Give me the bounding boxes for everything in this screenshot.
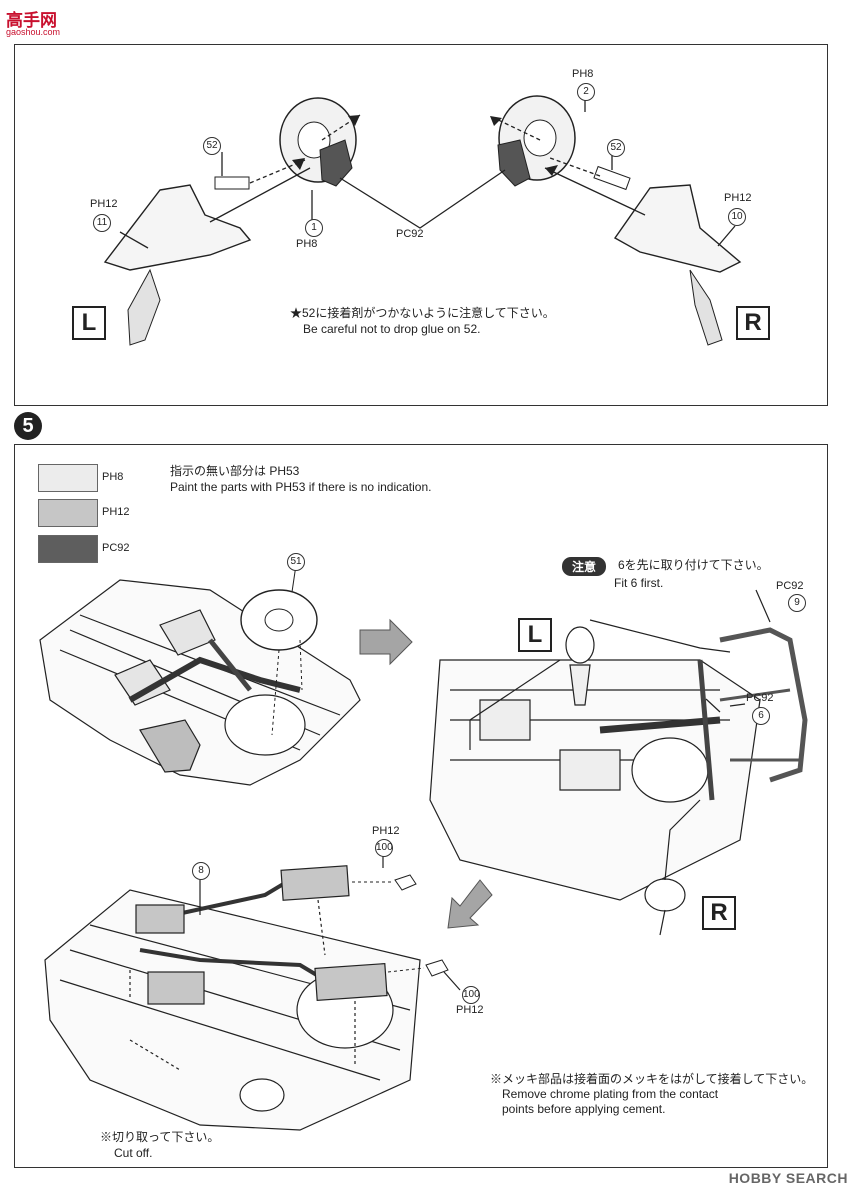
top-panel-drawing — [103, 95, 742, 346]
side-label-left-top: L — [72, 306, 106, 340]
flow-arrow-right — [359, 618, 413, 666]
side-label-left-main: L — [518, 618, 552, 652]
chrome-note-en-2: points before applying cement. — [502, 1102, 666, 1116]
part-number-51: 51 — [287, 553, 305, 571]
legend-swatch-ph8 — [38, 464, 98, 492]
label-ph8-top: PH8 — [572, 68, 594, 80]
spare-wheel-51 — [240, 589, 318, 651]
label-ph12-a: PH12 — [372, 825, 400, 837]
glue-note-en: Be careful not to drop glue on 52. — [303, 322, 481, 336]
label-pc92-center: PC92 — [396, 228, 424, 240]
right-knuckle — [613, 184, 742, 273]
caution-chip: 注意 — [562, 557, 607, 576]
label-pc92-a: PC92 — [776, 580, 804, 592]
left-caliper — [319, 139, 353, 187]
site-logo: 高手网 — [6, 11, 57, 30]
right-bolt — [593, 165, 631, 191]
glue-note-jp: ★52に接着剤がつかないように注意して下さい。 — [290, 306, 555, 320]
legend-note-jp: 指示の無い部分は PH53 — [170, 464, 300, 478]
part-number-11: 11 — [93, 214, 111, 232]
cut-note-en: Cut off. — [114, 1146, 153, 1160]
part-number-100-bottom: 100 — [462, 986, 480, 1004]
part-number-6: 6 — [752, 707, 770, 725]
part-number-9: 9 — [788, 594, 806, 612]
right-caliper — [497, 139, 531, 187]
legend-swatch-pc92 — [38, 535, 98, 563]
rear-muffler-upper — [280, 865, 350, 901]
label-ph8-left: PH8 — [296, 238, 318, 250]
site-logo-url: gaoshou.com — [6, 27, 61, 37]
part-number-100-top: 100 — [375, 839, 393, 857]
left-knuckle — [103, 184, 252, 271]
legend-label-ph12: PH12 — [102, 506, 130, 518]
chrome-note-jp: ※メッキ部品は接着面のメッキをはがして接着して下さい。 — [490, 1072, 814, 1086]
label-ph12-left: PH12 — [90, 198, 118, 210]
caution-note-jp: 6を先に取り付けて下さい。 — [618, 558, 769, 572]
part-number-2: 2 — [577, 83, 595, 101]
part-number-10: 10 — [728, 208, 746, 226]
left-bolt — [214, 176, 250, 190]
cut-note-jp: ※切り取って下さい。 — [100, 1130, 220, 1144]
legend-swatch-ph12 — [38, 499, 98, 527]
front-muffler — [135, 904, 185, 934]
label-ph12-b: PH12 — [456, 1004, 484, 1016]
label-pc92-b: PC92 — [746, 692, 774, 704]
caution-note-en: Fit 6 first. — [614, 576, 664, 590]
part-number-1: 1 — [305, 219, 323, 237]
tail-pipe-lower — [425, 959, 449, 977]
tail-pipe-upper — [394, 874, 417, 891]
legend-label-ph8: PH8 — [102, 471, 124, 483]
side-label-right-top: R — [736, 306, 770, 340]
part-number-52-left: 52 — [203, 137, 221, 155]
watermark: HOBBY SEARCH — [728, 1170, 848, 1186]
legend-note-en: Paint the parts with PH53 if there is no… — [170, 480, 432, 494]
legend-label-pc92: PC92 — [102, 542, 130, 554]
side-label-right-main: R — [702, 896, 736, 930]
part-number-52-right: 52 — [607, 139, 625, 157]
part-number-8: 8 — [192, 862, 210, 880]
label-ph12-right: PH12 — [724, 192, 752, 204]
rear-muffler-lower — [314, 962, 388, 1002]
chrome-note-en-1: Remove chrome plating from the contact — [502, 1087, 719, 1101]
step-number: 5 — [14, 412, 42, 440]
center-muffler — [147, 971, 205, 1005]
flow-arrow-down-left — [447, 879, 493, 929]
